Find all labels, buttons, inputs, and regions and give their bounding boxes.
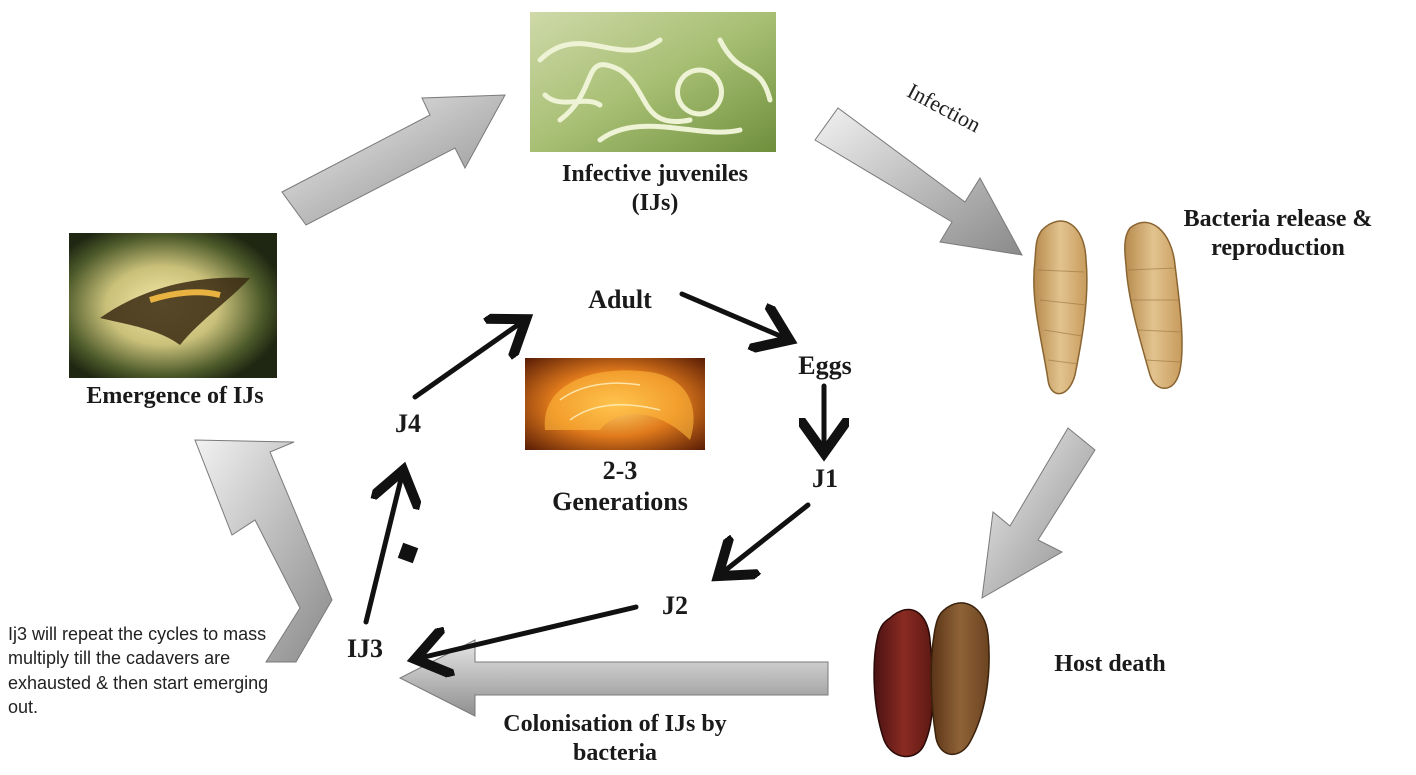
label-emergence: Emergence of IJs bbox=[30, 382, 320, 411]
arrow-j4-to-adult bbox=[415, 322, 522, 397]
arrow-j2-to-ij3 bbox=[420, 607, 636, 658]
label-infective-juveniles: Infective juveniles (IJs) bbox=[520, 160, 790, 218]
label-colonisation: Colonisation of IJs by bacteria bbox=[450, 710, 780, 768]
arrow-ijs-to-larvae bbox=[815, 108, 1022, 255]
label-ij3: IJ3 bbox=[325, 633, 405, 664]
label-generations: 2-3 Generations bbox=[505, 455, 735, 517]
ij3-note: Ij3 will repeat the cycles to mass multi… bbox=[8, 622, 298, 719]
label-j4: J4 bbox=[378, 408, 438, 439]
arrow-adult-to-eggs bbox=[682, 294, 785, 338]
generations-image bbox=[525, 358, 705, 450]
arrow-emergence-to-ijs bbox=[282, 95, 505, 225]
label-adult: Adult bbox=[555, 284, 685, 315]
label-eggs: Eggs bbox=[765, 350, 885, 381]
dot-marker bbox=[398, 543, 419, 564]
dead-larvae-image bbox=[874, 603, 989, 757]
arrow-death-to-colonisation bbox=[400, 640, 828, 716]
arrow-larvae-to-death bbox=[982, 428, 1095, 598]
label-j2: J2 bbox=[645, 590, 705, 621]
label-j1: J1 bbox=[795, 463, 855, 494]
arrow-ij3-to-j4 bbox=[366, 475, 402, 622]
label-bacteria-release: Bacteria release & reproduction bbox=[1140, 205, 1416, 263]
infective-juveniles-image bbox=[530, 12, 776, 152]
emergence-image bbox=[69, 233, 277, 378]
label-host-death: Host death bbox=[1030, 650, 1190, 679]
